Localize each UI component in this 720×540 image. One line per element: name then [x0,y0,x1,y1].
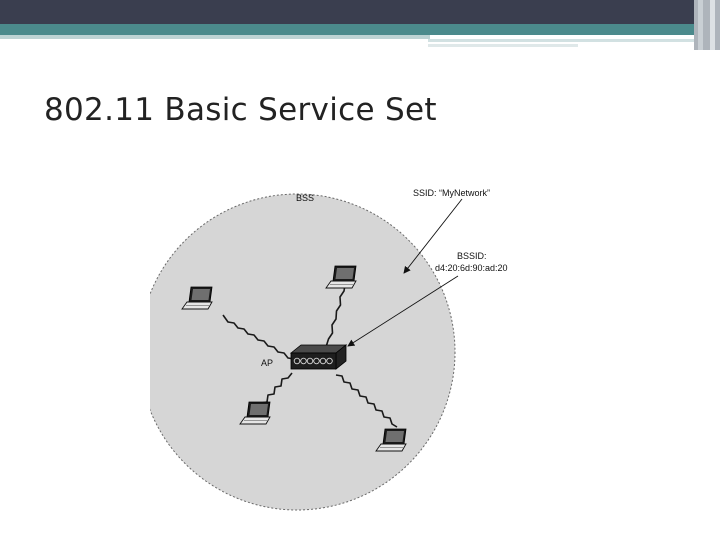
bss-label: BSS [296,193,314,203]
laptop-client-top-left-icon [181,286,213,310]
slide-title: 802.11 Basic Service Set [44,92,437,128]
ap-label: AP [261,358,273,368]
laptop-client-bottom-right-icon [375,428,407,452]
header-band [0,0,720,50]
wireless-link-ap-top-left [222,314,295,360]
laptop-client-top-right-icon [325,265,357,289]
bssid-label-line1: BSSID: [457,251,487,261]
ssid-label: SSID: “MyNetwork” [413,188,490,198]
laptop-client-bottom-left-icon [239,401,271,425]
bssid-label-line2: d4:20:6d:90:ad:20 [435,263,508,273]
ssid-arrow [403,198,463,274]
bssid-arrow [347,275,459,347]
bss-diagram: BSS SSID: “MyNetwork” BSSID: d4:20:6d:90… [150,175,550,520]
wireless-link-ap-bottom-right [335,374,398,428]
wireless-link-ap-top-right [325,284,346,348]
access-point-icon [289,344,348,370]
